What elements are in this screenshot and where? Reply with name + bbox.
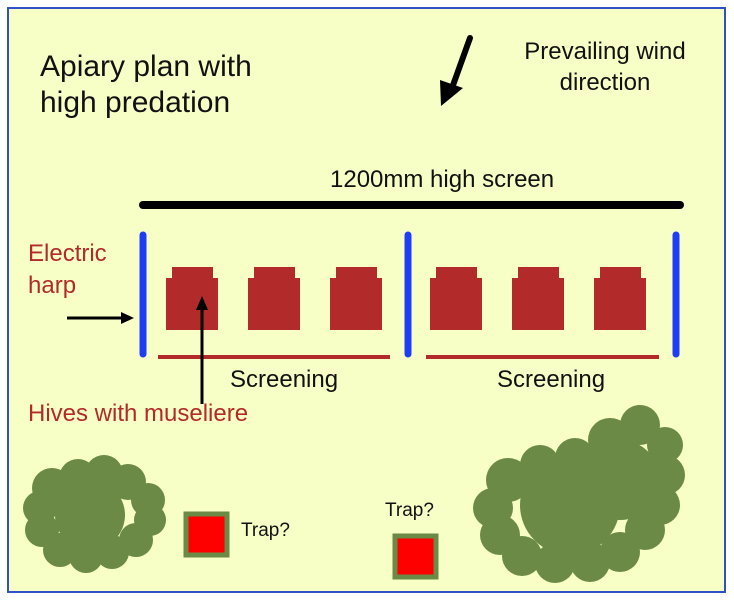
harp-pointer-arrow	[67, 312, 134, 324]
electric-harp-label: Electric harp	[28, 238, 107, 302]
title-line-2: high predation	[40, 86, 231, 119]
title-line-1: Apiary plan with	[40, 50, 252, 83]
screening-label-right: Screening	[497, 366, 606, 393]
hive-1	[166, 267, 218, 330]
harp-label-line-1: Electric	[28, 240, 107, 267]
bush-left	[23, 455, 166, 573]
wind-direction-label: Prevailing wind direction	[505, 36, 705, 98]
trap-1	[183, 511, 230, 558]
hive-6	[594, 267, 646, 330]
wind-label-line-1: Prevailing wind	[524, 38, 686, 65]
harp-label-line-2: harp	[28, 272, 77, 299]
hive-3	[330, 267, 382, 330]
hive-pointer-arrow	[196, 296, 208, 404]
bush-right	[473, 405, 685, 583]
page-title: Apiary plan with high predation	[40, 49, 252, 121]
trap-label-2: Trap?	[385, 500, 434, 521]
hive-5	[512, 267, 564, 330]
hive-2	[248, 267, 300, 330]
wind-label-line-2: direction	[559, 69, 651, 96]
trap-2	[392, 533, 439, 580]
screening-label-left: Screening	[230, 366, 339, 393]
hives-label: Hives with museliere	[28, 400, 249, 427]
high-screen-label: 1200mm high screen	[330, 166, 555, 193]
trap-label-1: Trap?	[241, 520, 290, 541]
hive-4	[430, 267, 482, 330]
wind-arrow	[440, 35, 473, 106]
